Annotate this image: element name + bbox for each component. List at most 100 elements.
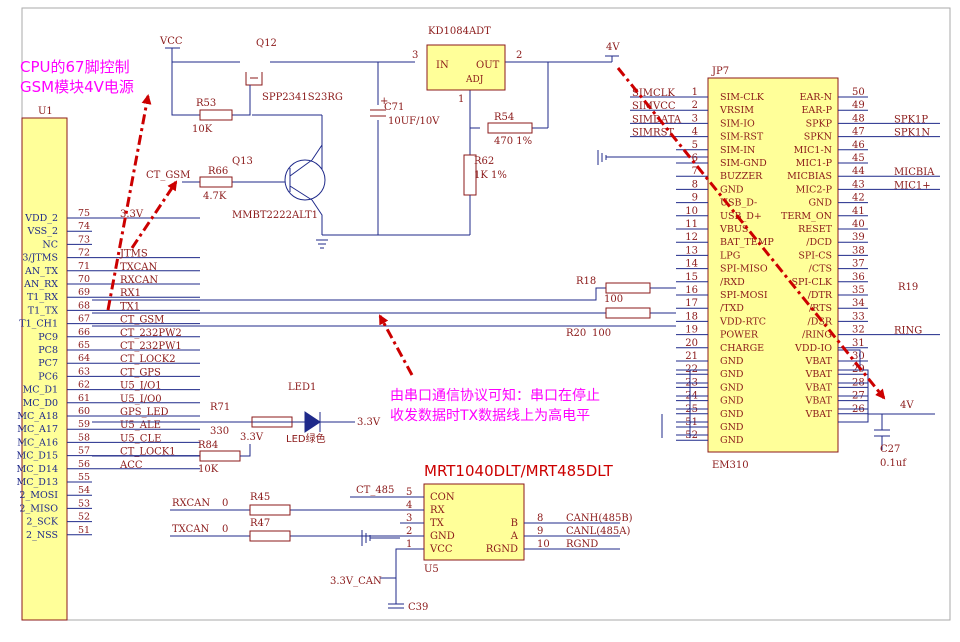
jp7-left-pin-number: 3 [692, 113, 698, 124]
jp7-left-pin-name: VBUS [719, 224, 748, 235]
r20-ref: R20 [566, 328, 586, 339]
r47-ref: R47 [250, 518, 270, 529]
jp7-left-pin-name: SIM-GND [720, 158, 767, 169]
c39-capacitor [388, 578, 404, 609]
u5-left-pin-number: 3 [406, 513, 412, 524]
jp7-left-pin-name: GND [720, 356, 744, 367]
jp7-right-pin-number: 37 [852, 259, 865, 270]
r53-ref: R53 [196, 98, 216, 109]
u1-pin-number: 58 [78, 432, 90, 443]
annot-uart-line1: 由串口通信协议可知：串口在停止 [390, 387, 600, 404]
u5-right-pin-name: B [511, 518, 518, 529]
jp7-left-net-label: SIMDATA [632, 114, 682, 125]
r54-ref: R54 [494, 112, 514, 123]
r66-value: 4.7K [203, 191, 227, 202]
c39-ref: C39 [408, 602, 428, 613]
jp7-left-pin-name: SIM-RST [720, 132, 764, 143]
u1-pin-name: 2_SCK [26, 517, 59, 528]
jp7-right-pin-name: SPKN [804, 132, 832, 143]
jp7-right-pin-name: SPI-CLK [791, 277, 832, 288]
jp7-body [707, 77, 839, 453]
u1-pin-number: 64 [78, 353, 90, 364]
c27-capacitor [874, 414, 890, 450]
jp7-left-pin-name: /TXD [720, 303, 744, 314]
u1-pin-name: AN_RX [23, 279, 58, 290]
r71-ref: R71 [210, 402, 230, 413]
u1-pin-name: MC_A18 [17, 411, 58, 422]
c27-value: 0.1uf [880, 458, 907, 469]
u1-pin-name: PC7 [38, 358, 58, 369]
r45-resistor [249, 504, 291, 516]
u5-right-net-label: RGND [566, 539, 598, 550]
u1-pin-name: T1_RX [27, 292, 58, 303]
jp7-right-pin-number: 38 [852, 245, 865, 256]
u1-pin-number: 59 [78, 419, 90, 430]
r20-resistor [605, 307, 651, 319]
jp7-right-pin-name: /DSR [808, 316, 833, 327]
jp7-right-pin-name: GND [808, 198, 832, 209]
annotation-arrows [106, 67, 886, 400]
u1-net-label: CT_232PW2 [120, 328, 182, 339]
u1-net-label: CT_232PW1 [120, 341, 182, 352]
u1-pin-name: MC_D13 [17, 477, 58, 488]
jp7-right-pin-number: 30 [852, 351, 865, 362]
r20-value: 100 [592, 328, 611, 339]
u1-pin-number: 69 [78, 287, 90, 298]
u1-net-label: U5_CLE [120, 433, 161, 444]
u1-pin-number: 66 [78, 327, 90, 338]
annot-cpu-line2: GSM模块4V电源 [20, 78, 134, 96]
u1-net-label: ACC [119, 460, 143, 471]
led1-diode [304, 411, 321, 433]
jp7-left-net-label: SIMRST [632, 128, 674, 139]
jp7-left-pin-number: 2 [692, 100, 698, 111]
jp7-left-pin-number: 10 [685, 206, 698, 217]
jp7-right-pin-name: MIC1-P [796, 158, 833, 169]
jp7-left-pin-number: 9 [692, 193, 698, 204]
r53-resistor [199, 109, 233, 121]
jp7-left-pin-number: 7 [692, 166, 698, 177]
u1-pin-name: MC_D0 [23, 398, 58, 409]
jp7-right-pin-name: VBAT [804, 369, 832, 380]
u5-left-pin-number: 4 [406, 500, 412, 511]
r84-ref: R84 [198, 440, 218, 451]
u5-left-pin-number: 2 [406, 526, 412, 537]
jp7-left-pin-name: SPI-MISO [720, 264, 768, 275]
jp7-left-pin-number: 1 [692, 87, 698, 98]
annot-cpu-line1: CPU的67脚控制 [20, 58, 130, 76]
jp7-left-pin-name: GND [720, 435, 744, 446]
annot-transceiver: MRT1040DLT/MRT485DLT [424, 462, 614, 480]
u1-net-label: U5_I/O1 [120, 381, 162, 392]
ground-jp7 [597, 150, 607, 165]
r54-resistor [487, 122, 533, 134]
u1-pin-number: 71 [78, 261, 90, 272]
jp7-left-pin-name: SPI-MOSI [720, 290, 768, 301]
r18-ref: R18 [576, 276, 596, 287]
jp7-left-pin-name: BUZZER [720, 171, 763, 182]
r66-resistor [199, 176, 233, 188]
jp7-right-pin-name: MICBIAS [787, 171, 832, 182]
u1-pin-name: VSS_2 [26, 226, 58, 237]
u1-pin-number: 63 [78, 366, 90, 377]
u1-pin-number: 54 [78, 485, 90, 496]
arrow-to-cpu-note [106, 94, 152, 311]
u1-pin-number: 62 [78, 380, 90, 391]
vcc-symbol [165, 47, 180, 62]
arrow-to-tx-line [378, 314, 414, 376]
u5-left-pin-name: CON [430, 492, 455, 503]
u1-pin-name: T1_CH1 [19, 319, 58, 330]
jp7-right-pin-name: SPI-CS [798, 250, 832, 261]
u1-net-label: U5_ALE [120, 420, 161, 431]
u5-right-pin-number: 9 [537, 526, 543, 537]
jp7-left-pin-number: 8 [692, 179, 698, 190]
r47-value: 0 [222, 524, 228, 535]
u5-ref: U5 [424, 564, 439, 575]
jp7-right-pin-name: VBAT [804, 356, 832, 367]
u5-wires [170, 496, 404, 609]
r18-value: 100 [604, 294, 623, 305]
r84-resistor [199, 450, 241, 462]
r62-ref: R62 [474, 156, 494, 167]
u1-net-label: CT_GPS [120, 367, 161, 378]
jp7-right-pin-name: VBAT [804, 396, 832, 407]
jp7-left-pin-name: BAT_TEMP [720, 237, 774, 248]
